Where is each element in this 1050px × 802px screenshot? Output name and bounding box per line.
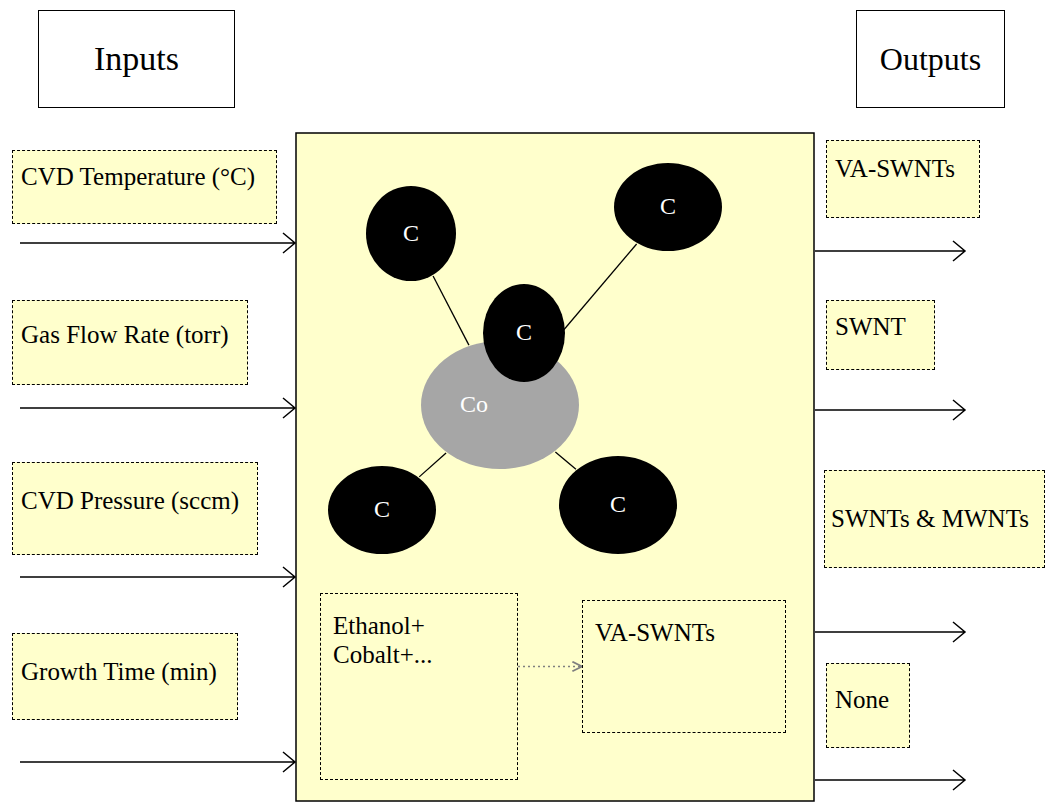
atom-shape [483,284,565,382]
product-box: VA-SWNTs [582,600,786,733]
carbon-atom: C [558,455,678,555]
carbon-atom: C [365,185,457,282]
atom-shape [366,186,456,281]
box-label: CVD Temperature (°C) [21,163,255,192]
output-result: SWNT [826,300,935,370]
input-parameter: CVD Pressure (sccm) [12,462,258,555]
atom-symbol: C [403,220,419,248]
atom-shape [421,341,579,469]
atom-shape [559,456,677,554]
carbon-atom: C [327,465,437,555]
section-heading: Outputs [856,10,1005,108]
output-result: SWNTs & MWNTs [824,470,1045,568]
input-parameter: CVD Temperature (°C) [12,150,277,224]
output-arrow [815,770,965,790]
carbon-atom: C [482,283,566,383]
box-label: Outputs [880,41,981,78]
box-label: Growth Time (min) [21,658,217,687]
bond-line [419,453,446,477]
atom-symbol: C [610,491,626,519]
input-arrow [20,233,295,253]
box-label: Inputs [94,39,179,78]
box-label: SWNT [835,313,906,342]
section-heading: Inputs [38,10,235,108]
box-label: SWNTs & MWNTs [831,505,1029,534]
bond-line [433,276,469,345]
input-parameter: Growth Time (min) [12,633,238,720]
precursor-box: Ethanol+ Cobalt+... [320,593,518,780]
flow-arrow [518,666,582,668]
output-arrow [815,241,965,261]
input-arrow [20,567,295,587]
box-label: Gas Flow Rate (torr) [21,321,229,350]
bond-line [555,452,576,469]
atom-symbol: Co [460,391,488,419]
output-arrow [815,622,965,642]
output-arrow [815,400,965,420]
box-label: CVD Pressure (sccm) [21,487,239,516]
output-result: VA-SWNTs [826,140,980,218]
carbon-atom: C [613,162,723,252]
atom-symbol: C [516,319,532,347]
box-label: VA-SWNTs [595,619,715,648]
input-arrow [20,752,295,772]
box-label: VA-SWNTs [835,155,955,184]
atom-symbol: C [374,496,390,524]
process-box [296,133,814,801]
atom-shape [614,163,722,251]
output-result: None [826,663,910,748]
box-label: None [835,686,889,715]
atom-symbol: C [660,193,676,221]
atom-shape [328,466,436,554]
input-parameter: Gas Flow Rate (torr) [12,300,248,385]
box-label: Ethanol+ Cobalt+... [333,612,451,670]
input-arrow [20,398,295,418]
